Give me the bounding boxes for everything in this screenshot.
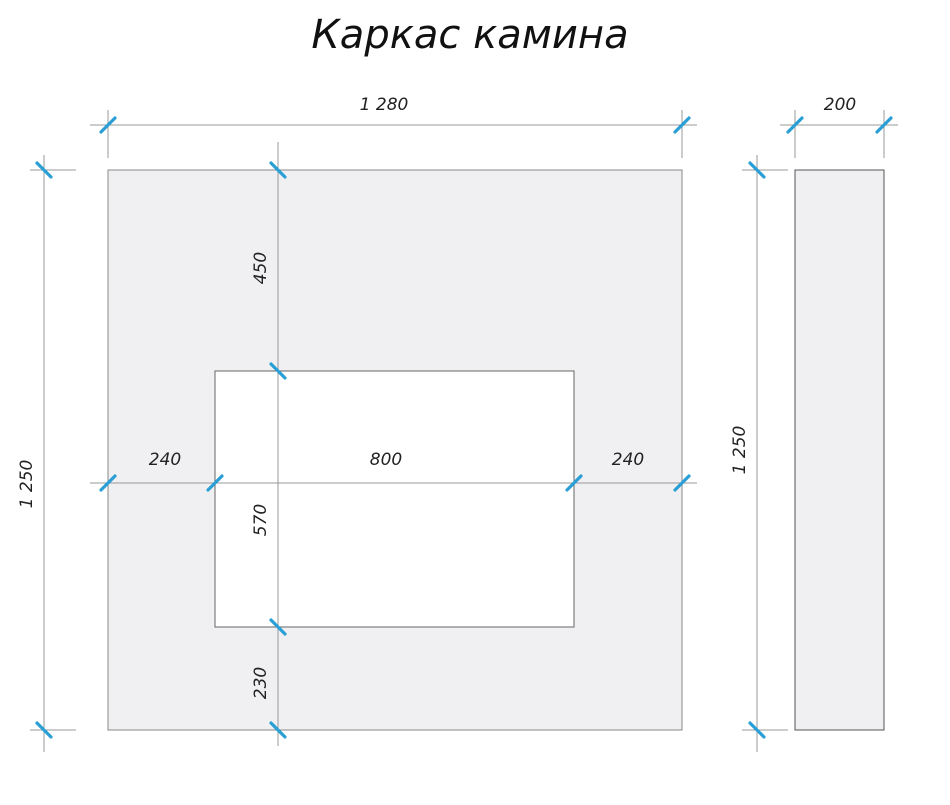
firebox-opening: [214, 370, 575, 628]
dim-left-side: 240: [149, 450, 181, 470]
dim-side-height: 1 250: [730, 426, 750, 475]
dim-right-side: 240: [612, 450, 644, 470]
dimension-lines: [30, 110, 898, 752]
dim-front-width: 1 280: [360, 95, 409, 115]
side-panel: [794, 169, 885, 731]
dim-opening-height: 570: [251, 504, 271, 536]
drawing-title: Каркас камина: [311, 12, 628, 58]
dim-top-above-opening: 450: [251, 252, 271, 284]
dim-side-depth: 200: [824, 95, 856, 115]
dim-opening-width: 800: [370, 450, 402, 470]
dim-front-height: 1 250: [17, 460, 37, 509]
dim-bottom-below-opening: 230: [251, 667, 271, 699]
dimension-ticks: [35, 116, 893, 739]
